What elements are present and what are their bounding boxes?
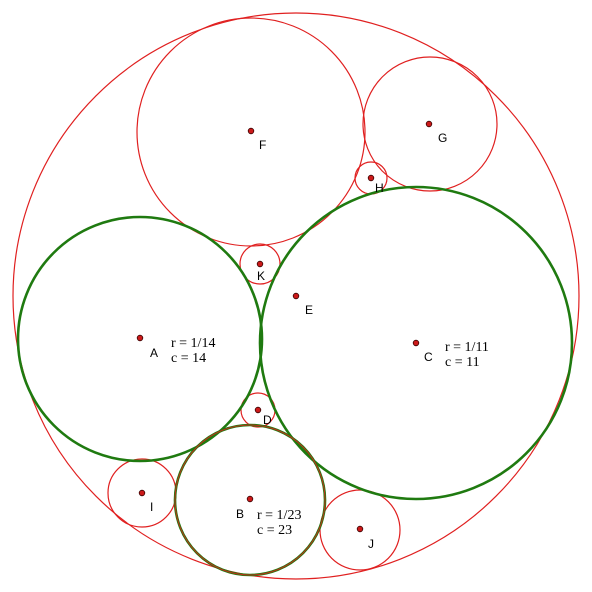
- label-C: C: [424, 350, 433, 364]
- center-dot-I: [138, 489, 146, 497]
- label-K: K: [257, 269, 265, 283]
- circle-A: [16, 215, 264, 463]
- center-dot-H: [367, 174, 375, 182]
- note-A-curvature: c = 14: [171, 351, 206, 366]
- point-dot-E: [292, 292, 300, 300]
- center-dot-D: [254, 406, 262, 414]
- note-C-curvature: c = 11: [445, 355, 480, 370]
- label-J: J: [368, 537, 374, 551]
- label-B: B: [236, 507, 244, 521]
- center-dot-B: [246, 495, 254, 503]
- circle-G: [362, 56, 498, 192]
- center-dot-C: [412, 339, 420, 347]
- label-E: E: [305, 303, 313, 317]
- label-H: H: [375, 181, 384, 195]
- label-F: F: [259, 138, 266, 152]
- center-dot-G: [425, 120, 433, 128]
- note-A-radius: r = 1/14: [171, 336, 215, 351]
- note-C-radius: r = 1/11: [445, 340, 489, 355]
- outer-circle: [12, 12, 580, 580]
- center-dot-F: [247, 127, 255, 135]
- label-D: D: [263, 413, 272, 427]
- circle-B-red-overlay: [174, 424, 326, 576]
- label-I: I: [150, 500, 153, 514]
- center-dot-K: [256, 260, 264, 268]
- label-A: A: [150, 346, 158, 360]
- note-B-radius: r = 1/23: [257, 508, 301, 523]
- note-B-curvature: c = 23: [257, 523, 292, 538]
- center-dot-J: [356, 525, 364, 533]
- circle-C: [258, 185, 574, 501]
- label-G: G: [438, 131, 447, 145]
- center-dots: [136, 120, 433, 533]
- center-dot-A: [136, 334, 144, 342]
